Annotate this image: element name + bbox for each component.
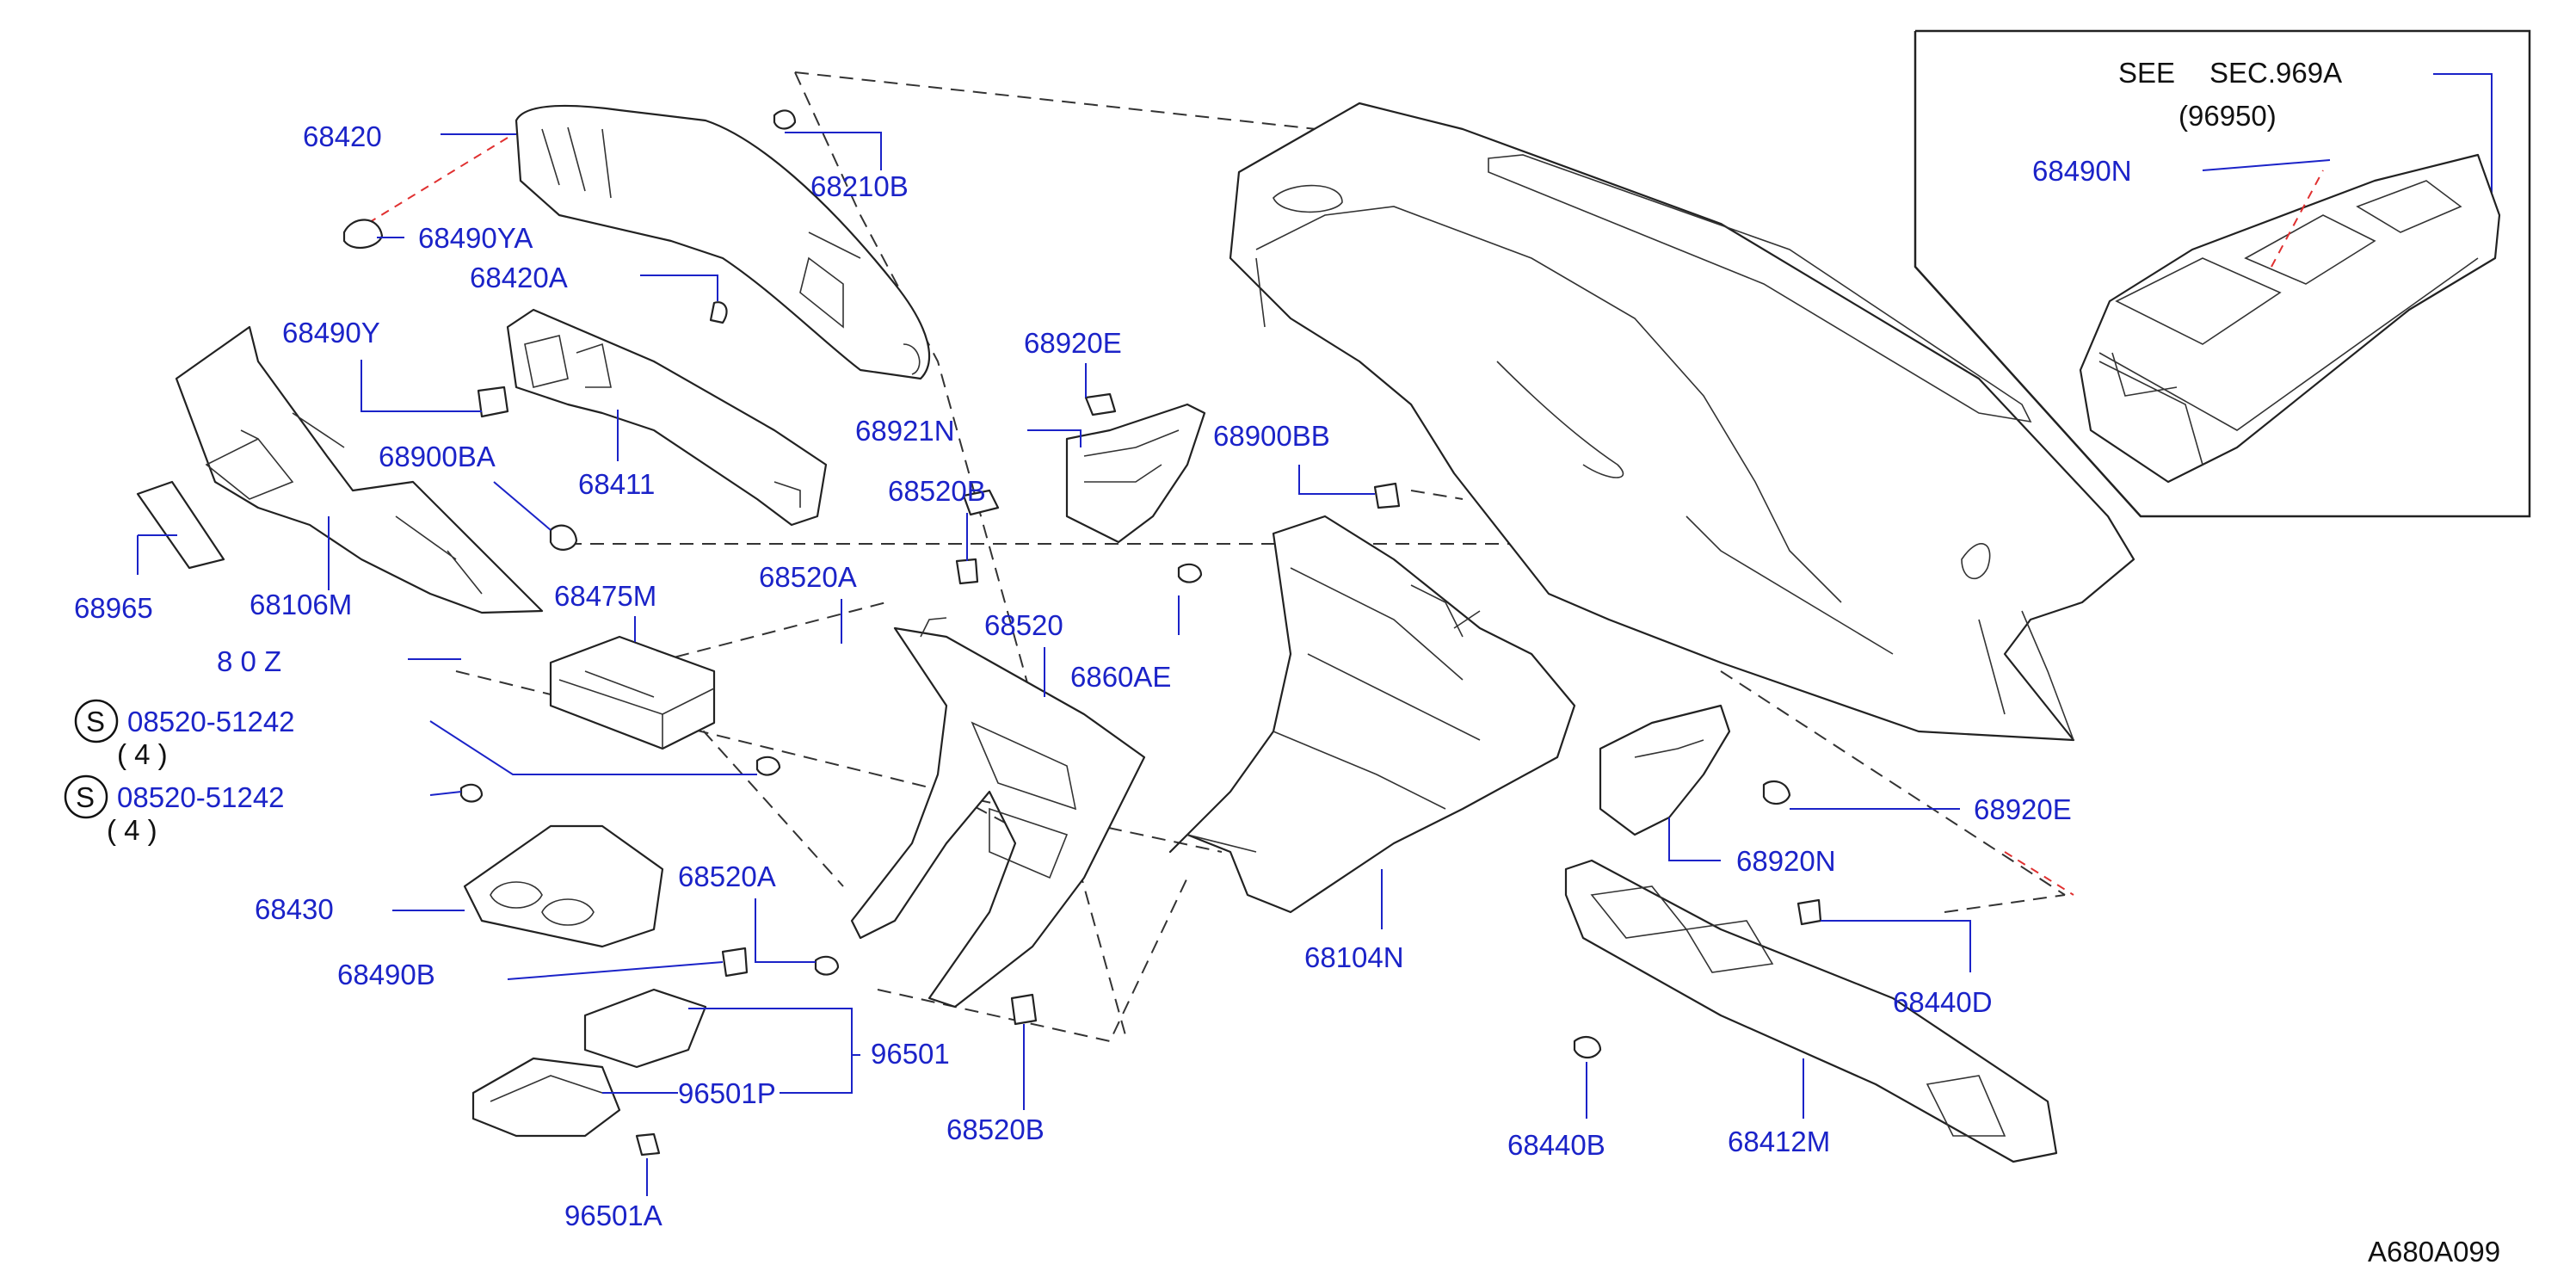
callout-68920N[interactable]: 68920N (1736, 845, 1836, 877)
callout-68520B-bot[interactable]: 68520B (946, 1114, 1045, 1145)
callout-68440B[interactable]: 68440B (1507, 1129, 1605, 1161)
callout-68520A-top[interactable]: 68520A (759, 561, 857, 593)
cluster-bezel-drawing (515, 104, 931, 380)
inset-box: SEE SEC.969A (96950) 68490N (1914, 29, 2531, 518)
cup-holder-drawing (463, 824, 664, 948)
callout-96501A[interactable]: 96501A (564, 1200, 662, 1231)
screw-qty-2: ( 4 ) (107, 814, 157, 846)
callout-68012[interactable]: 8 0 Z (217, 645, 281, 677)
side-bracket-right-drawing (1599, 704, 1731, 836)
callout-68490B[interactable]: 68490B (337, 959, 435, 990)
console-frame-drawing (1168, 515, 1576, 914)
tray-drawing (471, 988, 707, 1138)
lower-duct-drawing (1564, 859, 2058, 1163)
screw-code-1: 08520-51242 (127, 706, 295, 737)
inset-sec-ref: SEC.969A (2209, 57, 2342, 89)
callout-68921N[interactable]: 68921N (855, 415, 955, 447)
callout-68920E-top[interactable]: 68920E (1024, 327, 1122, 359)
callout-68106M[interactable]: 68106M (250, 589, 352, 620)
callout-68490N[interactable]: 68490N (2032, 155, 2132, 187)
callout-68210B[interactable]: 68210B (810, 170, 909, 202)
callout-68104N[interactable]: 68104N (1304, 941, 1404, 973)
console-box-drawing (2079, 153, 2501, 484)
callout-68900BB[interactable]: 68900BB (1213, 420, 1330, 452)
callout-68520B-top[interactable]: 68520B (888, 475, 986, 507)
screw-callout-1[interactable]: S 08520-51242 ( 4 ) (74, 699, 295, 770)
callout-68420[interactable]: 68420 (303, 120, 382, 152)
callout-68411[interactable]: 68411 (578, 468, 655, 500)
screw-symbol: S (76, 781, 95, 813)
inset-sub-ref: (96950) (2179, 100, 2277, 132)
clip-parts (342, 109, 1822, 1157)
screw-symbol-icon (64, 774, 108, 819)
pocket-drawing (549, 635, 716, 750)
knee-cover-drawing (136, 325, 544, 614)
screw-symbol: S (86, 706, 105, 737)
screw-code-2: 08520-51242 (117, 781, 285, 813)
callout-96501[interactable]: 96501 (871, 1038, 950, 1070)
callout-68600AE[interactable]: 6860AE (1070, 661, 1171, 693)
callout-96501P[interactable]: 96501P (678, 1077, 776, 1109)
screw-symbol-icon (74, 699, 119, 743)
dashboard-panel-drawing (1229, 102, 2135, 742)
center-finisher-drawing (850, 617, 1146, 1009)
callout-68490Y[interactable]: 68490Y (282, 317, 380, 349)
callout-68900BA[interactable]: 68900BA (379, 441, 496, 472)
callout-68490YA[interactable]: 68490YA (418, 222, 533, 254)
callout-68412M[interactable]: 68412M (1728, 1126, 1830, 1157)
callouts: 68420 68210B 68490YA 68420A 68490Y 68920… (64, 120, 2072, 1231)
callout-68965[interactable]: 68965 (74, 592, 153, 624)
diagram-code: A680A099 (2368, 1236, 2500, 1268)
screw-qty-1: ( 4 ) (117, 738, 168, 770)
callout-68420A[interactable]: 68420A (470, 262, 568, 293)
callout-68520[interactable]: 68520 (984, 609, 1063, 641)
side-bracket-drawing (1065, 403, 1206, 544)
switch-panel-drawing (506, 308, 828, 527)
callout-68430[interactable]: 68430 (255, 893, 334, 925)
callout-68475M[interactable]: 68475M (554, 580, 656, 612)
screw-callout-2[interactable]: S 08520-51242 ( 4 ) (64, 774, 285, 846)
callout-68520A-mid[interactable]: 68520A (678, 861, 776, 892)
inset-see-label: SEE (2118, 57, 2175, 89)
callout-68920E-right[interactable]: 68920E (1974, 793, 2072, 825)
callout-68440D[interactable]: 68440D (1893, 986, 1993, 1018)
